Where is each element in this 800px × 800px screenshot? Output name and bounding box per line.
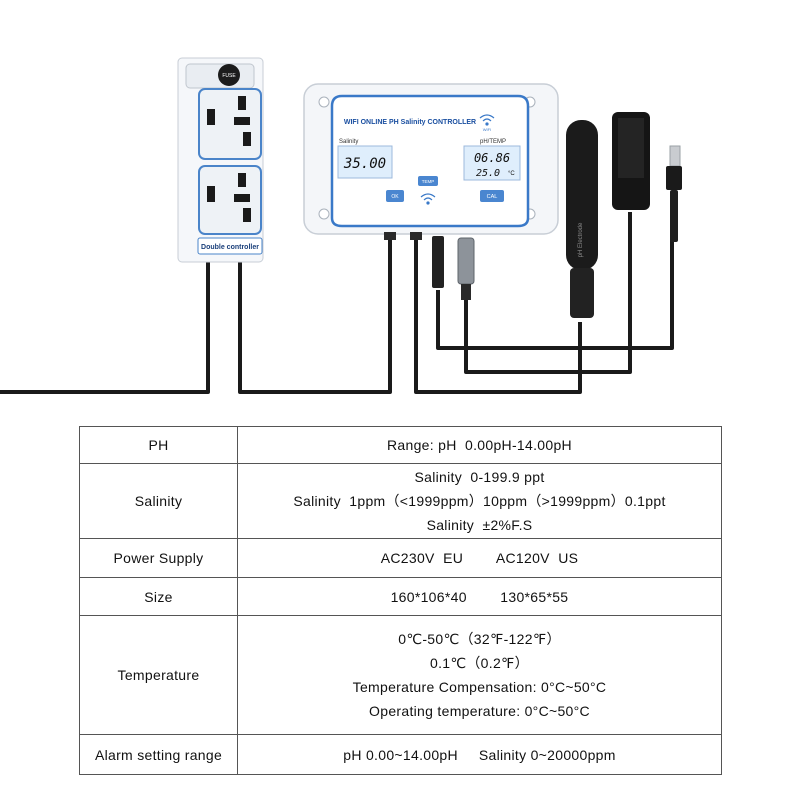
temp-button-label: TEMP — [422, 179, 435, 184]
spec-row: Alarm setting range pH 0.00~14.00pH Salin… — [79, 734, 722, 775]
spec-row: PH Range: pH 0.00pH-14.00pH — [79, 426, 722, 464]
spec-label: Temperature — [79, 615, 238, 735]
ok-button[interactable] — [386, 190, 404, 202]
screw-icon — [318, 96, 330, 108]
ph-electrode: pH Electrode — [566, 120, 598, 318]
product-photo: FUSE Double controller WIFI ONLINE PH Sa… — [0, 57, 682, 394]
connectors — [384, 232, 475, 300]
wifi-button-icon[interactable] — [420, 193, 436, 205]
spec-value-line: pH 0.00~14.00pH Salinity 0~20000ppm — [343, 746, 616, 763]
spec-label: Alarm setting range — [79, 734, 238, 775]
probe-cable-2 — [436, 240, 674, 350]
screw-icon — [318, 208, 330, 220]
spec-value-line: Salinity 1ppm（<1999ppm）10ppm（>1999ppm）0.… — [293, 493, 666, 509]
salinity-probe — [612, 112, 650, 210]
controller: WIFI ONLINE PH Salinity CONTROLLER WIFI … — [303, 83, 559, 235]
ph-temp-lcd — [463, 145, 521, 181]
spec-value-line: Operating temperature: 0°C~50°C — [369, 703, 590, 719]
spec-row: Size 160*106*40 130*65*55 — [79, 577, 722, 616]
spec-value-line: 160*106*40 130*65*55 — [390, 588, 569, 605]
probe-text: pH Electrode — [578, 222, 584, 257]
ph-reading: 06.86 — [474, 151, 510, 165]
spec-label: PH — [79, 426, 238, 464]
wifi-icon — [479, 114, 495, 126]
temperature-probe — [666, 145, 682, 242]
controller-title: WIFI ONLINE PH Salinity CONTROLLER — [344, 119, 476, 126]
spec-label: Size — [79, 577, 238, 616]
spec-value-line: 0.1℃（0.2℉） — [430, 655, 529, 671]
temp-button[interactable] — [418, 176, 438, 186]
spec-value: Range: pH 0.00pH-14.00pH — [237, 426, 722, 464]
front-panel — [330, 94, 530, 228]
salinity-reading: 35.00 — [343, 156, 386, 172]
spec-label: Power Supply — [79, 538, 238, 578]
cables — [0, 212, 674, 394]
ok-button-label: OK — [391, 194, 399, 200]
fuse-label: FUSE — [222, 73, 236, 79]
spec-value-line: Salinity ±2%F.S — [426, 517, 533, 533]
spec-value-line: Temperature Compensation: 0°C~50°C — [352, 679, 607, 695]
temp-reading: 25.0 — [476, 168, 500, 179]
probe-cable-3 — [464, 212, 632, 374]
power-cable-left — [0, 262, 210, 394]
power-cable-mid — [238, 236, 392, 394]
spec-value: pH 0.00~14.00pH Salinity 0~20000ppm — [237, 734, 722, 775]
spec-value-line: 0℃-50℃（32℉-122℉） — [398, 631, 561, 647]
cal-button[interactable] — [480, 190, 504, 202]
probe-cable-1 — [414, 236, 582, 394]
temp-unit: °C — [508, 171, 515, 177]
cal-button-label: CAL — [487, 194, 498, 200]
fuse-knob[interactable] — [218, 64, 240, 86]
spec-value: 160*106*40 130*65*55 — [237, 577, 722, 616]
power-strip: FUSE Double controller — [177, 57, 264, 263]
ph-temp-label: pH/TEMP — [480, 139, 506, 145]
spec-label: Salinity — [79, 463, 238, 539]
spec-value-line: Salinity 0-199.9 ppt — [414, 469, 545, 485]
salinity-lcd — [337, 145, 393, 179]
wifi-label: WIFI — [483, 127, 491, 132]
spec-row: Temperature 0℃-50℃（32℉-122℉） 0.1℃（0.2℉） Tem… — [79, 615, 722, 735]
spec-value-line: Range: pH 0.00pH-14.00pH — [387, 437, 572, 453]
dc-jack — [432, 236, 444, 288]
spec-row: Power Supply AC230V EU AC120V US — [79, 538, 722, 578]
salinity-label: Salinity — [339, 139, 358, 145]
strip-label: Double controller — [201, 244, 259, 251]
spec-value: 0℃-50℃（32℉-122℉） 0.1℃（0.2℉） Temperature Co… — [237, 615, 722, 735]
spec-value-line: AC230V EU AC120V US — [380, 550, 579, 566]
bnc-connector — [457, 237, 475, 285]
spec-value: AC230V EU AC120V US — [237, 538, 722, 578]
